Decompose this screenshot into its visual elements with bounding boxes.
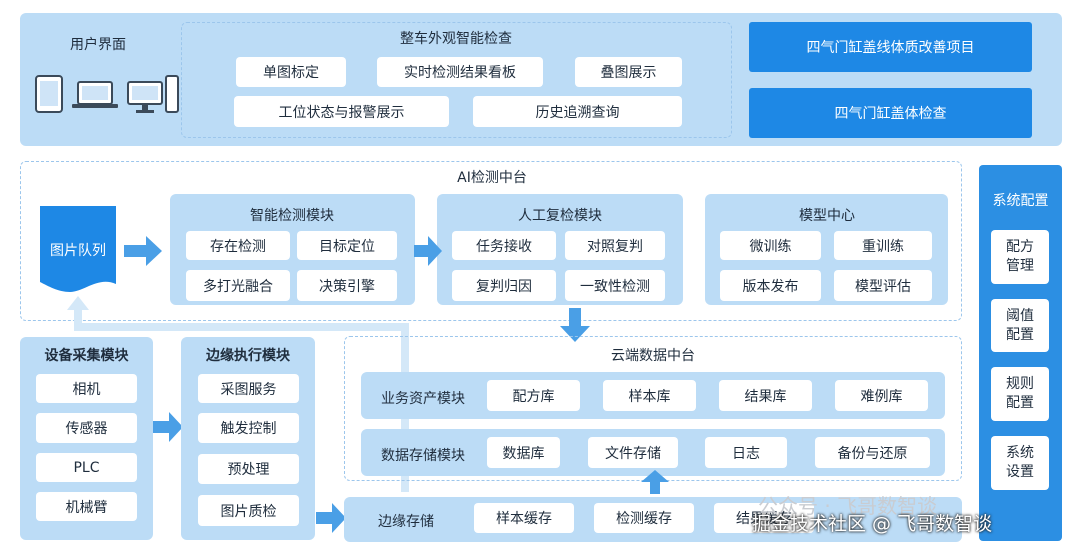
ui-item-overlay[interactable]: 叠图展示 bbox=[575, 57, 682, 87]
edge-storage-label: 边缘存储 bbox=[378, 514, 434, 530]
asset-sample-lib[interactable]: 样本库 bbox=[603, 380, 696, 411]
ai-center-title: AI检测中台 bbox=[457, 170, 527, 186]
review-attribution[interactable]: 复判归因 bbox=[452, 270, 556, 301]
storage-log[interactable]: 日志 bbox=[705, 437, 787, 468]
storage-file[interactable]: 文件存储 bbox=[588, 437, 678, 468]
smart-detect-title: 智能检测模块 bbox=[250, 208, 334, 224]
device-plc[interactable]: PLC bbox=[36, 453, 137, 482]
model-center-title: 模型中心 bbox=[799, 208, 855, 224]
config-rules[interactable]: 规则 配置 bbox=[991, 367, 1049, 421]
detect-decision-engine[interactable]: 决策引擎 bbox=[297, 270, 397, 301]
edge-result-cache[interactable]: 结果缓存 bbox=[714, 503, 814, 533]
edge-image-qc[interactable]: 图片质检 bbox=[198, 495, 299, 526]
watermark-wechat: 公众号 · 飞哥数智谈 bbox=[758, 494, 938, 518]
review-consistency[interactable]: 一致性检测 bbox=[565, 270, 665, 301]
config-system-settings[interactable]: 系统 设置 bbox=[991, 436, 1049, 490]
data-storage-label: 数据存储模块 bbox=[381, 448, 465, 464]
asset-recipe-lib[interactable]: 配方库 bbox=[487, 380, 580, 411]
arrow-storage-to-cloud bbox=[641, 470, 669, 498]
edge-detect-cache[interactable]: 检测缓存 bbox=[594, 503, 694, 533]
image-queue bbox=[40, 206, 116, 298]
device-camera[interactable]: 相机 bbox=[36, 374, 137, 403]
arrow-review-to-cloud bbox=[560, 308, 590, 346]
edge-exec-title: 边缘执行模块 bbox=[206, 348, 290, 364]
device-robot-arm[interactable]: 机械臂 bbox=[36, 492, 137, 521]
ui-item-station-alarm[interactable]: 工位状态与报警展示 bbox=[234, 96, 449, 127]
asset-hard-case-lib[interactable]: 难例库 bbox=[835, 380, 928, 411]
edge-sample-cache[interactable]: 样本缓存 bbox=[474, 503, 574, 533]
config-recipe-manage[interactable]: 配方 管理 bbox=[991, 230, 1049, 284]
detect-locate[interactable]: 目标定位 bbox=[297, 231, 397, 260]
ui-item-single-calibration[interactable]: 单图标定 bbox=[236, 57, 346, 87]
config-threshold[interactable]: 阈值 配置 bbox=[991, 299, 1049, 352]
arrow-device-to-edge bbox=[153, 412, 183, 446]
user-ui-title: 用户界面 bbox=[70, 37, 126, 53]
edge-capture-service[interactable]: 采图服务 bbox=[198, 374, 299, 403]
arrow-edge-to-storage bbox=[316, 503, 346, 537]
model-evaluate[interactable]: 模型评估 bbox=[834, 270, 932, 301]
laptop-icon bbox=[72, 81, 118, 108]
project-button-2[interactable]: 四气门缸盖体检查 bbox=[749, 88, 1032, 138]
business-asset-label: 业务资产模块 bbox=[381, 391, 465, 407]
watermark-juejin: 掘金技术社区 @ 飞哥数智谈 bbox=[752, 513, 993, 535]
model-micro-train[interactable]: 微训练 bbox=[720, 231, 821, 260]
desktop-icon bbox=[127, 75, 179, 113]
tablet-icon bbox=[35, 75, 63, 113]
device-icons bbox=[34, 72, 184, 116]
manual-review-title: 人工复检模块 bbox=[518, 208, 602, 224]
asset-result-lib[interactable]: 结果库 bbox=[719, 380, 812, 411]
storage-database[interactable]: 数据库 bbox=[487, 437, 560, 468]
review-task-receive[interactable]: 任务接收 bbox=[452, 231, 556, 260]
center-function-title: 整车外观智能检查 bbox=[400, 31, 512, 47]
system-config-title: 系统配置 bbox=[992, 193, 1049, 209]
cloud-title: 云端数据中台 bbox=[611, 348, 695, 364]
image-queue-label: 图片队列 bbox=[50, 243, 106, 259]
center-function-group bbox=[181, 22, 732, 138]
review-compare[interactable]: 对照复判 bbox=[565, 231, 665, 260]
ui-item-history-trace[interactable]: 历史追溯查询 bbox=[473, 96, 682, 127]
storage-backup-restore[interactable]: 备份与还原 bbox=[815, 437, 930, 468]
edge-trigger-control[interactable]: 触发控制 bbox=[198, 413, 299, 443]
detect-multi-light[interactable]: 多打光融合 bbox=[186, 270, 290, 301]
model-release[interactable]: 版本发布 bbox=[720, 270, 821, 301]
detect-presence[interactable]: 存在检测 bbox=[186, 231, 290, 260]
ai-center-group bbox=[20, 161, 962, 321]
device-sensor[interactable]: 传感器 bbox=[36, 413, 137, 443]
ui-item-realtime-board[interactable]: 实时检测结果看板 bbox=[377, 57, 543, 87]
arrow-detect-to-review bbox=[414, 236, 442, 270]
edge-preprocess[interactable]: 预处理 bbox=[198, 454, 299, 484]
device-module-title: 设备采集模块 bbox=[44, 348, 129, 364]
project-button-1[interactable]: 四气门缸盖线体质改善项目 bbox=[749, 22, 1032, 72]
model-retrain[interactable]: 重训练 bbox=[834, 231, 932, 260]
arrow-queue-to-detect bbox=[124, 236, 162, 270]
